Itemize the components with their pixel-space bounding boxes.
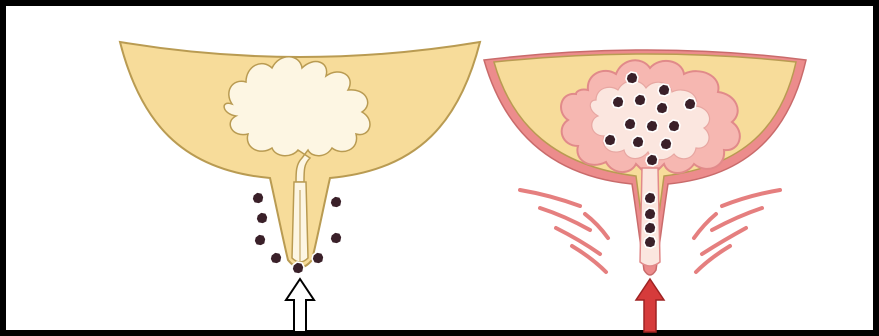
bacterium-icon (292, 262, 304, 274)
bacterium-icon (330, 196, 342, 208)
bacterium-icon (644, 208, 656, 220)
bacterium-icon (256, 212, 268, 224)
bacterium-icon (684, 98, 696, 110)
bacterium-icon (624, 118, 636, 130)
bacterium-icon (644, 222, 656, 234)
bacterium-icon (646, 154, 658, 166)
bacterium-icon (254, 234, 266, 246)
bacterium-icon (634, 94, 646, 106)
bacterium-icon (656, 102, 668, 114)
bacterium-icon (658, 84, 670, 96)
bacterium-icon (604, 134, 616, 146)
bacterium-icon (644, 236, 656, 248)
bacterium-icon (646, 120, 658, 132)
bacterium-icon (312, 252, 324, 264)
bacterium-icon (626, 72, 638, 84)
bacterium-icon (612, 96, 624, 108)
bacterium-icon (644, 192, 656, 204)
bacterium-icon (632, 136, 644, 148)
bacterium-icon (668, 120, 680, 132)
bacterium-icon (252, 192, 264, 204)
bacterium-icon (330, 232, 342, 244)
bacterium-icon (660, 138, 672, 150)
bacterium-icon (270, 252, 282, 264)
